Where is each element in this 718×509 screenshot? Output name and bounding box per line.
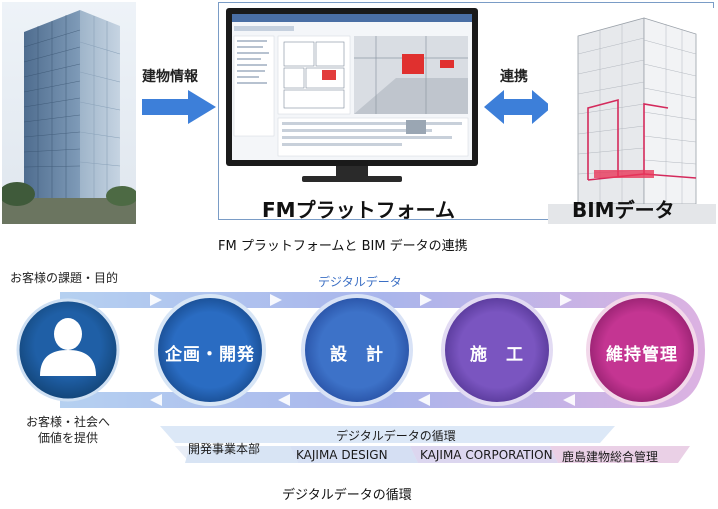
stage-design-label: 設 計 [330, 345, 384, 365]
fm-platform-monitor [226, 8, 478, 182]
entity-kajima-building-management: 鹿島建物総合管理 [562, 450, 659, 464]
office-building-photo [2, 2, 136, 224]
digital-cycle-diagram [16, 292, 705, 463]
digital-data-loop-label: デジタルデータの循環 [336, 429, 456, 443]
value-provision-line2: 価値を提供 [38, 431, 99, 445]
value-provision-label: お客様・社会へ 価値を提供 [26, 414, 110, 446]
value-provision-line1: お客様・社会へ [26, 415, 111, 429]
bottom-caption: デジタルデータの循環 [282, 488, 412, 503]
top-caption: FM プラットフォームと BIM データの連携 [218, 239, 468, 254]
fm-platform-label: FMプラットフォーム [262, 198, 455, 222]
entity-kajima-design: KAJIMA DESIGN [296, 448, 388, 462]
digital-data-flow-label: デジタルデータ [318, 275, 402, 289]
stage-construction-label: 施 工 [470, 345, 524, 365]
entity-kajima-corporation: KAJIMA CORPORATION [420, 448, 553, 462]
stage-planning-label: 企画・開発 [165, 345, 255, 365]
link-label: 連携 [500, 69, 528, 85]
entity-development-dept: 開発事業本部 [188, 442, 261, 456]
right-arrow-icon [142, 90, 216, 124]
building-info-label: 建物情報 [142, 69, 198, 85]
customer-issues-label: お客様の課題・目的 [10, 271, 119, 285]
bim-data-label: BIMデータ [572, 198, 675, 222]
stage-maintenance-label: 維持管理 [606, 345, 678, 365]
double-arrow-icon [484, 90, 552, 124]
bim-model-image [548, 8, 716, 224]
